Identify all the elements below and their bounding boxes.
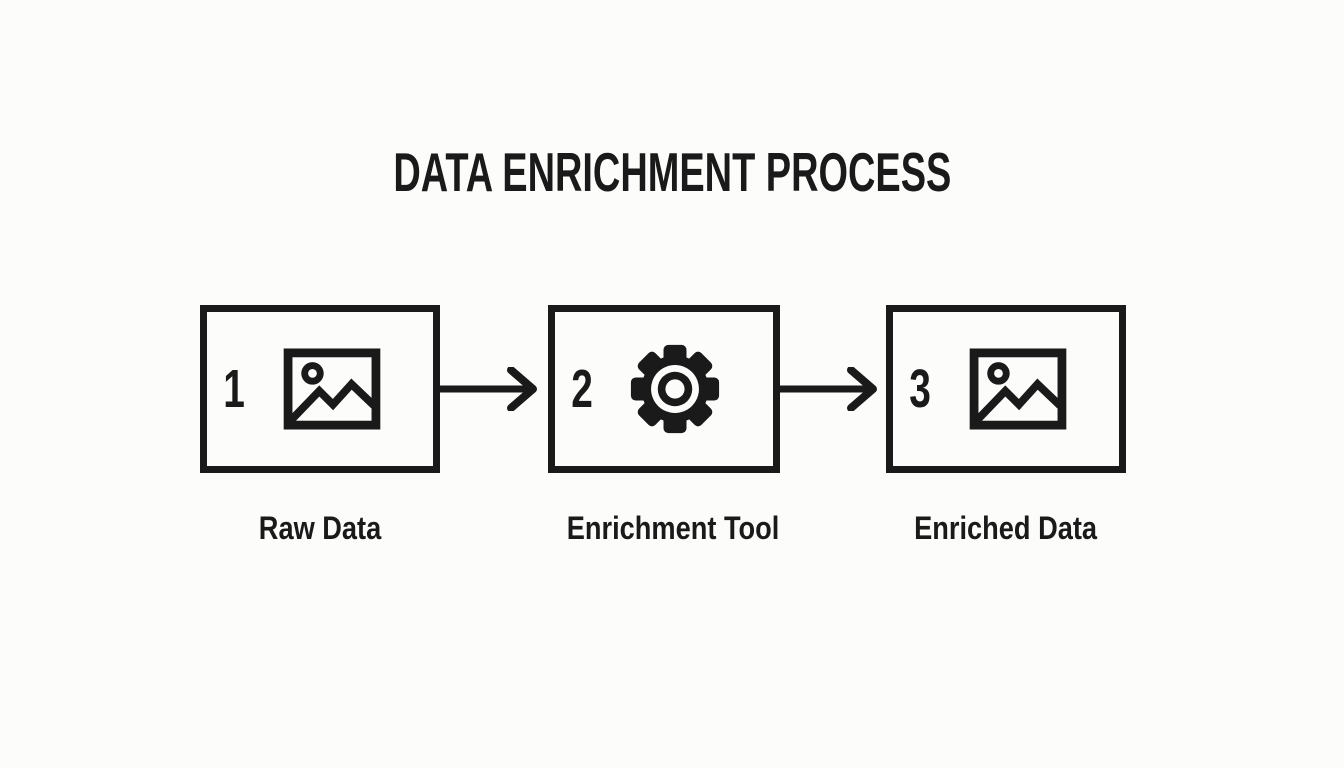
step-label-raw-data-text: Raw Data	[258, 510, 382, 546]
flow-arrow-1	[439, 367, 537, 411]
step-label-enriched-data: Enriched Data	[886, 508, 1126, 548]
image-icon	[283, 348, 381, 430]
step-number-1: 1	[223, 359, 245, 419]
image-icon	[969, 348, 1067, 430]
step-box-raw-data: 1	[200, 305, 440, 473]
flow-arrow-2	[779, 367, 877, 411]
step-label-enrichment-tool-text: Enrichment Tool	[566, 510, 780, 546]
step-number-2: 2	[571, 359, 593, 419]
diagram-title-text: DATA ENRICHMENT PROCESS	[392, 141, 952, 203]
step-label-raw-data: Raw Data	[200, 508, 440, 548]
diagram-title: DATA ENRICHMENT PROCESS	[0, 145, 1344, 200]
step-box-enrichment-tool: 2	[548, 305, 780, 473]
step-box-enriched-data: 3	[886, 305, 1126, 473]
step-label-enrichment-tool: Enrichment Tool	[548, 508, 780, 548]
step-label-enriched-data-text: Enriched Data	[914, 510, 1098, 546]
step-number-3: 3	[909, 359, 931, 419]
gear-icon	[630, 344, 720, 434]
